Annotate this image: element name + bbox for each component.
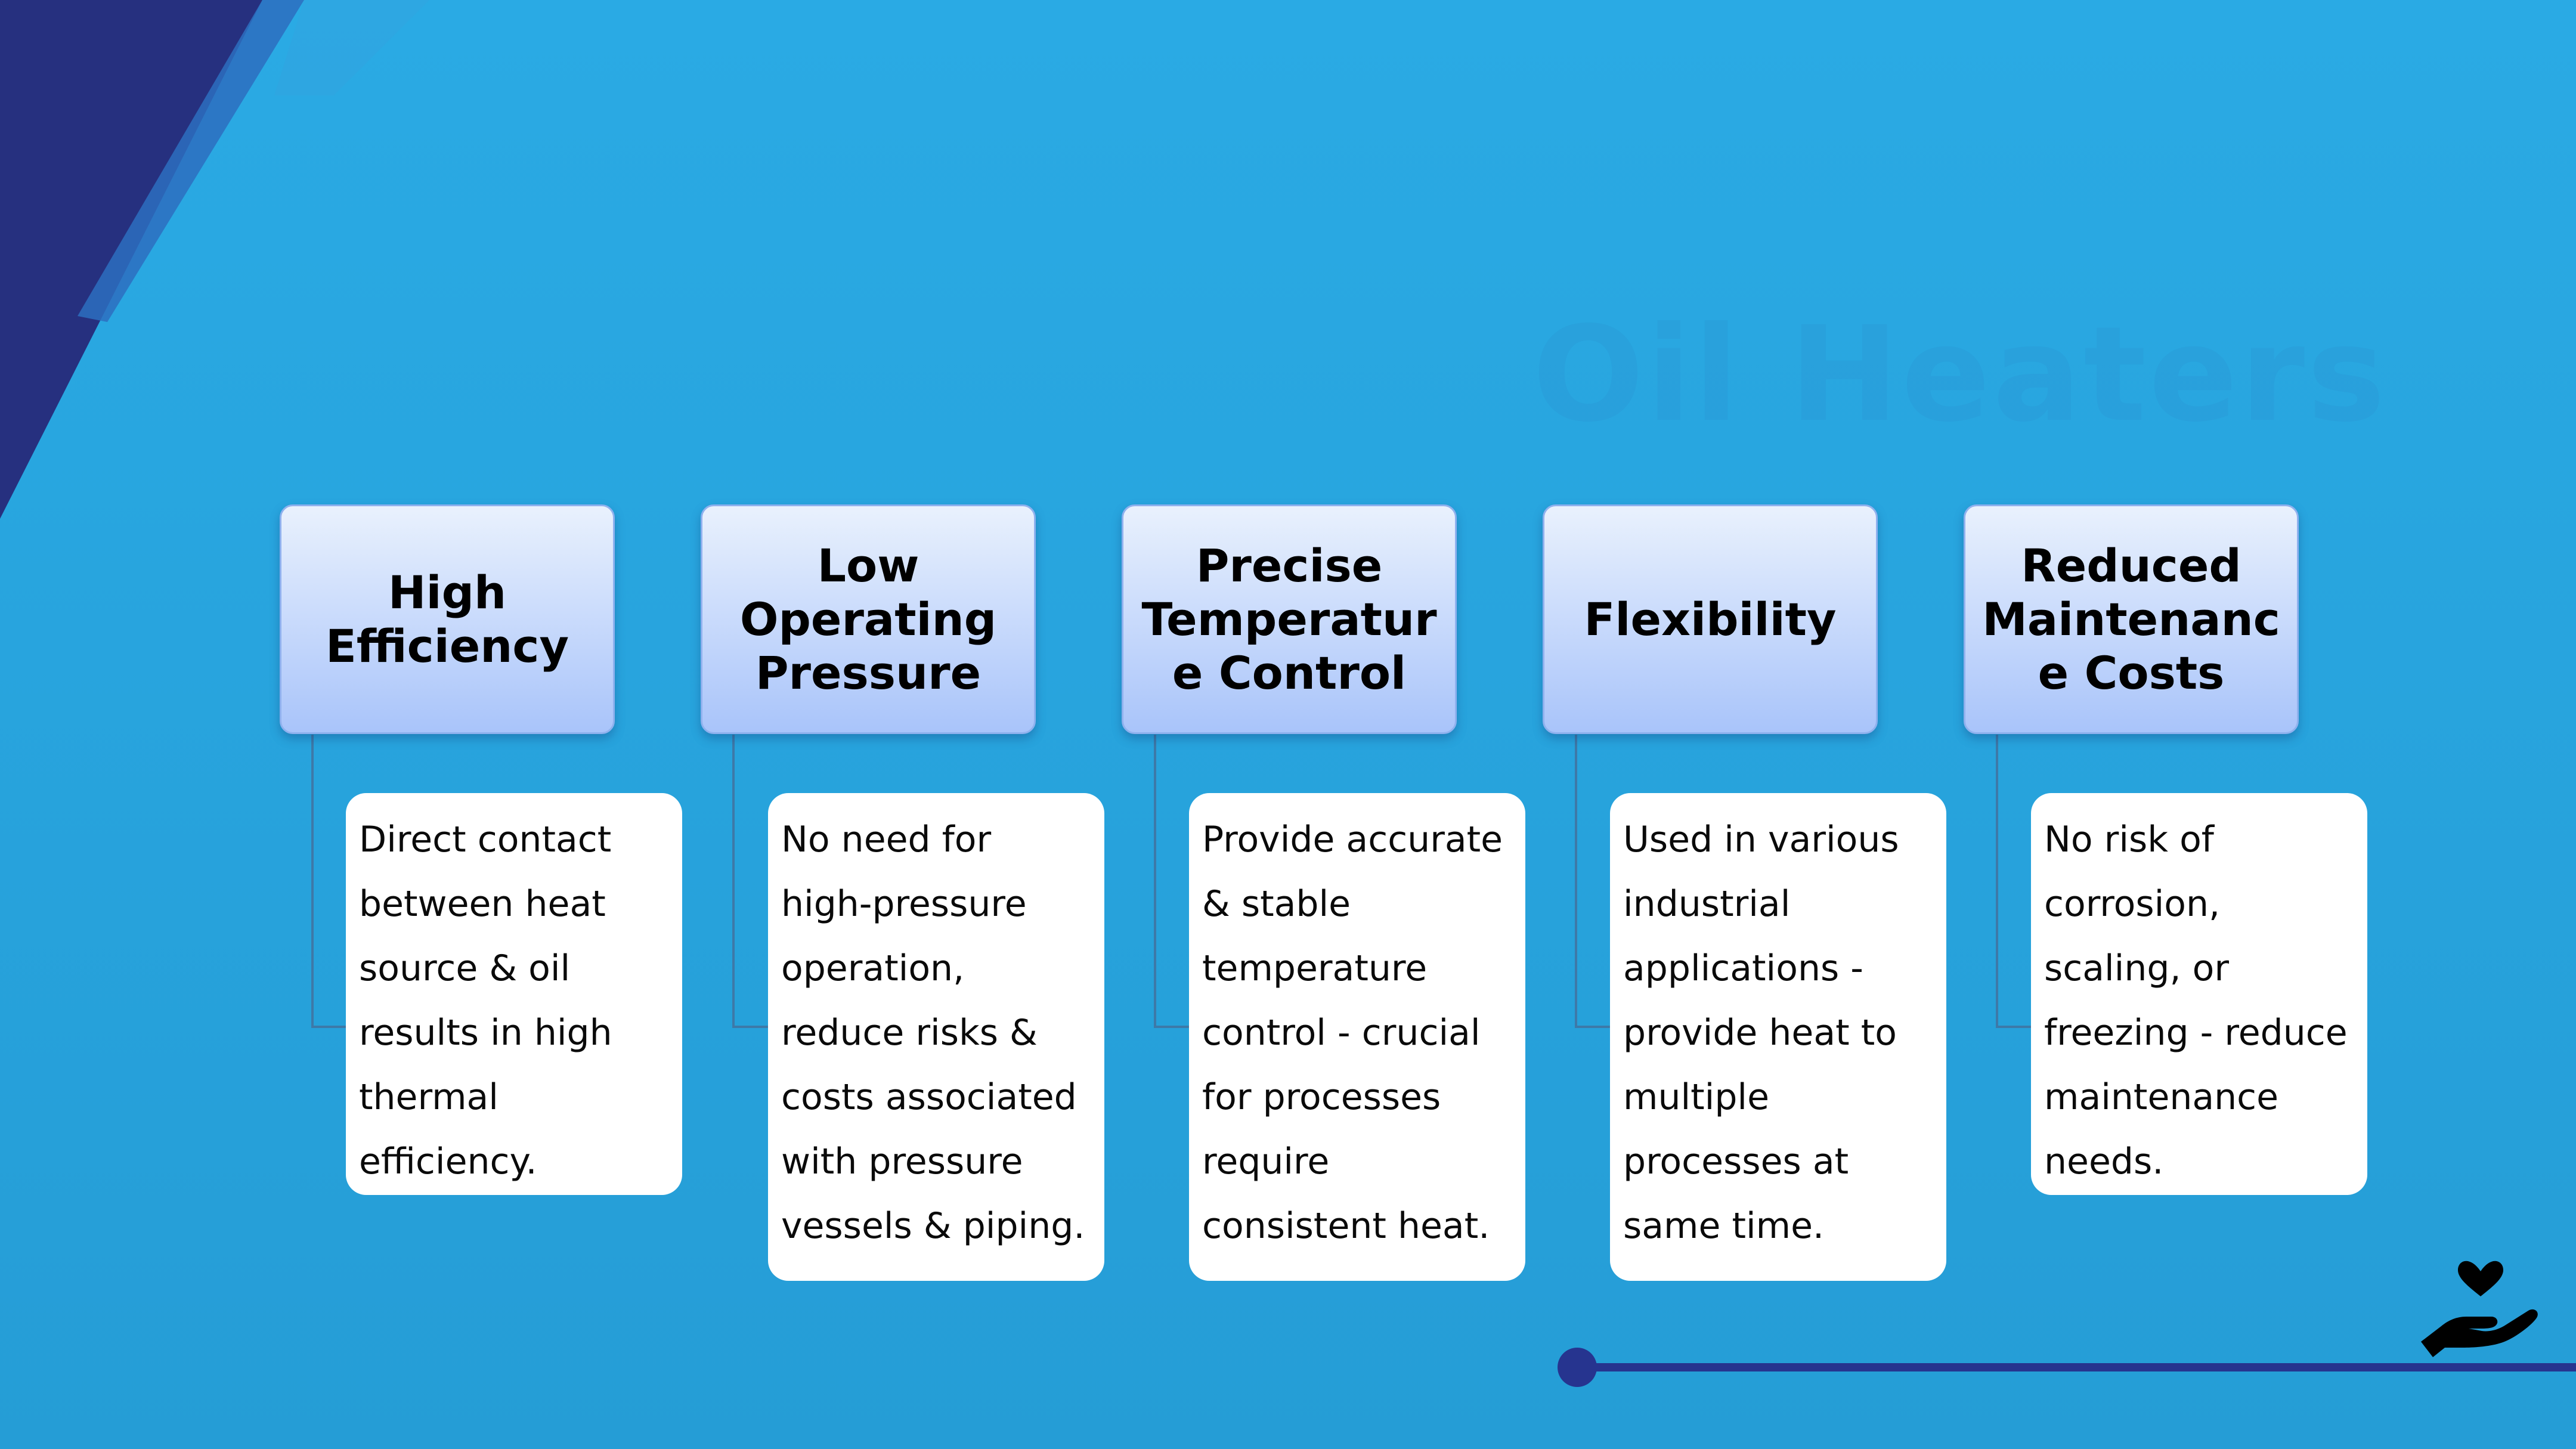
connector-4 [1575, 735, 1611, 1028]
feature-description-text: Provide accurate & stable temperature co… [1202, 819, 1503, 1247]
feature-description-high-efficiency: Direct contact between heat source & oil… [346, 793, 682, 1195]
feature-title: Reduced Maintenance Costs [1982, 538, 2280, 699]
feature-description-text: Direct contact between heat source & oil… [359, 819, 612, 1182]
feature-header-flexibility: Flexibility [1543, 504, 1878, 734]
bottom-accent-dot [1558, 1348, 1597, 1387]
heart-in-hand-icon [2421, 1261, 2538, 1357]
feature-header-reduced-maintenance-costs: Reduced Maintenance Costs [1964, 504, 2299, 734]
feature-description-text: Used in various industrial applications … [1623, 819, 1899, 1247]
feature-description-precise-temperature-control: Provide accurate & stable temperature co… [1189, 793, 1525, 1281]
corner-decoration [0, 0, 429, 519]
feature-description-text: No risk of corrosion, scaling, or freezi… [2044, 819, 2348, 1182]
feature-header-low-operating-pressure: Low Operating Pressure [701, 504, 1036, 734]
feature-title: Flexibility [1584, 592, 1837, 646]
connector-5 [1996, 735, 2032, 1028]
bottom-accent-line [1577, 1363, 2576, 1371]
watermark-title: Oil Heaters [1532, 298, 2388, 451]
feature-description-flexibility: Used in various industrial applications … [1610, 793, 1946, 1281]
feature-header-high-efficiency: High Efficiency [280, 504, 615, 734]
connector-3 [1154, 735, 1190, 1028]
feature-description-low-operating-pressure: No need for high-pressure operation, red… [768, 793, 1104, 1281]
feature-description-reduced-maintenance-costs: No risk of corrosion, scaling, or freezi… [2031, 793, 2367, 1195]
feature-title: High Efficiency [325, 565, 569, 673]
feature-title: Precise Temperature Control [1141, 538, 1437, 699]
feature-description-text: No need for high-pressure operation, red… [781, 819, 1085, 1247]
feature-header-precise-temperature-control: Precise Temperature Control [1122, 504, 1457, 734]
feature-title: Low Operating Pressure [739, 538, 997, 699]
connector-1 [311, 735, 347, 1028]
connector-2 [732, 735, 768, 1028]
